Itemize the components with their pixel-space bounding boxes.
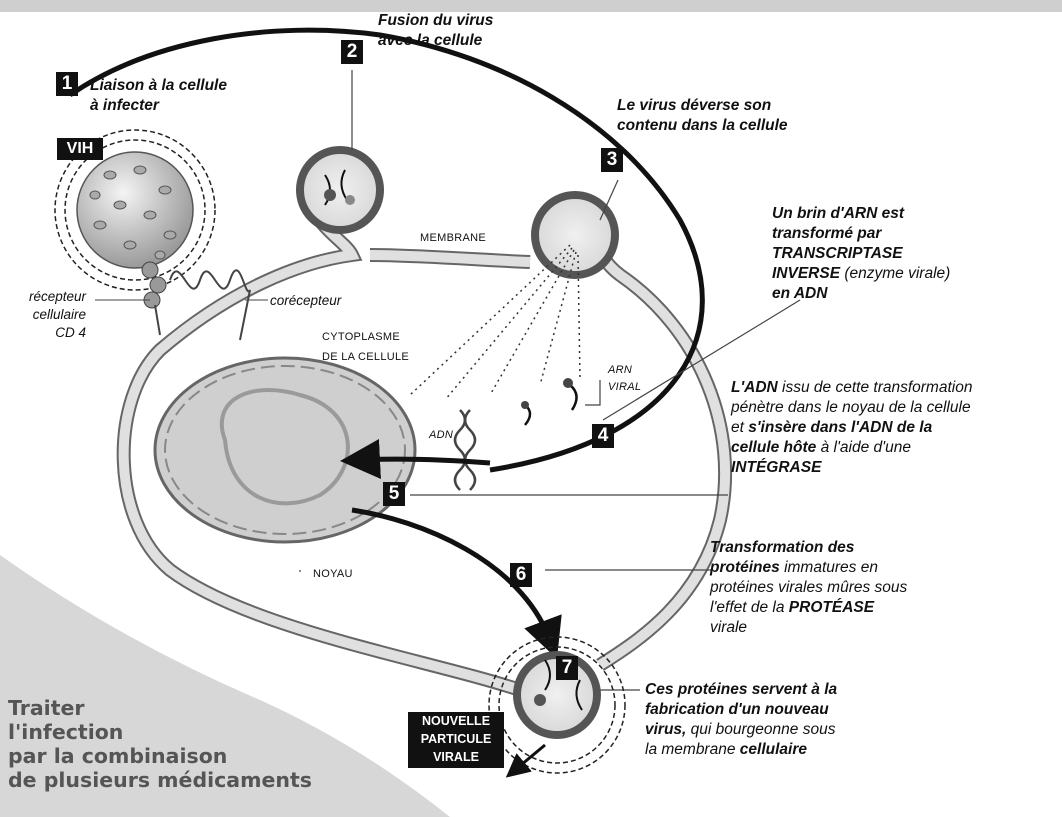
step-4-label: Un brin d'ARN est transformé par TRANSCR… <box>772 204 950 304</box>
cd4-receptor <box>142 262 166 335</box>
step-5-badge: 5 <box>383 482 405 506</box>
step-2-badge: 2 <box>341 40 363 64</box>
step-7-label: Ces protéines servent à la fabrication d… <box>645 680 837 760</box>
step-3-badge: 3 <box>601 148 623 172</box>
step-7-badge: 7 <box>556 656 578 680</box>
corner-title: Traiter l'infection par la combinaison d… <box>8 696 312 792</box>
entry-bud <box>535 180 618 275</box>
adn-strand <box>455 410 475 490</box>
vih-label: VIH <box>57 138 103 160</box>
corecepteur-label: corécepteur <box>270 291 341 311</box>
step-6-badge: 6 <box>510 563 532 587</box>
step-5-label: L'ADN issu de cette transformation pénèt… <box>731 378 972 478</box>
adn-label: ADN <box>429 428 453 442</box>
arn-fragments <box>525 385 577 425</box>
membrane-label: MEMBRANE <box>420 231 486 245</box>
noyau-label: NOYAU <box>313 567 353 581</box>
fusion-bud <box>300 70 380 230</box>
step-6-label: Transformation des protéines immatures e… <box>710 538 907 638</box>
step-1-badge: 1 <box>56 72 78 96</box>
step-4-badge: 4 <box>592 424 614 448</box>
